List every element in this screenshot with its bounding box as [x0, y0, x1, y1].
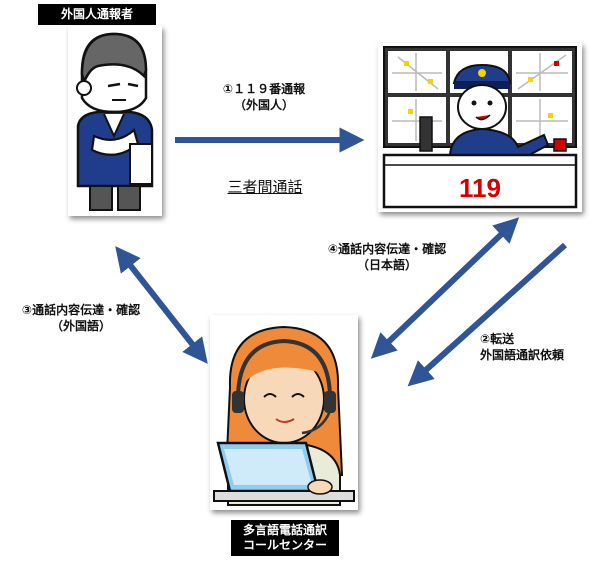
caller-illustration: [76, 32, 154, 211]
foreign-caption-line2: （外国語）: [50, 319, 111, 333]
three-way-call-title: 三者間通話: [227, 178, 303, 196]
foreign-language-arrow: [115, 246, 208, 364]
caller-label-text: 外国人通報者: [60, 7, 133, 21]
interpreter-call-center-figure: [210, 315, 358, 510]
call-center-label: 多言語電話通訳 コールセンター: [231, 520, 339, 556]
call-caption-line1: ①１１９番通報: [222, 82, 306, 96]
fire-dispatch-center-figure: 119: [378, 43, 582, 212]
call-caption: ①１１９番通報 （外国人）: [198, 81, 330, 113]
foreign-caller-figure: [68, 26, 162, 216]
transfer-caption-line2: 外国語通訳依頼: [480, 348, 565, 362]
dispatch-sign-number: 119: [459, 173, 501, 203]
japanese-caption: ④通話内容伝達・確認 （日本語）: [312, 241, 462, 273]
call-caption-line2: （外国人）: [233, 98, 294, 112]
caller-label: 外国人通報者: [38, 4, 156, 25]
transfer-caption: ②転送 外国語通訳依頼: [480, 331, 586, 363]
call-center-label-line1: 多言語電話通訳: [242, 523, 327, 537]
japanese-caption-line1: ④通話内容伝達・確認: [327, 242, 447, 256]
japanese-caption-line2: （日本語）: [356, 258, 417, 272]
dispatch-illustration: 119: [382, 46, 578, 209]
operator-illustration: [213, 325, 355, 506]
japanese-language-arrow: [370, 217, 520, 359]
foreign-caption: ③通話内容伝達・確認 （外国語）: [6, 302, 156, 334]
call-center-label-line2: コールセンター: [242, 538, 327, 552]
foreign-caption-line1: ③通話内容伝達・確認: [21, 303, 141, 317]
transfer-arrow: [407, 242, 568, 387]
transfer-caption-line1: ②転送: [480, 332, 515, 346]
